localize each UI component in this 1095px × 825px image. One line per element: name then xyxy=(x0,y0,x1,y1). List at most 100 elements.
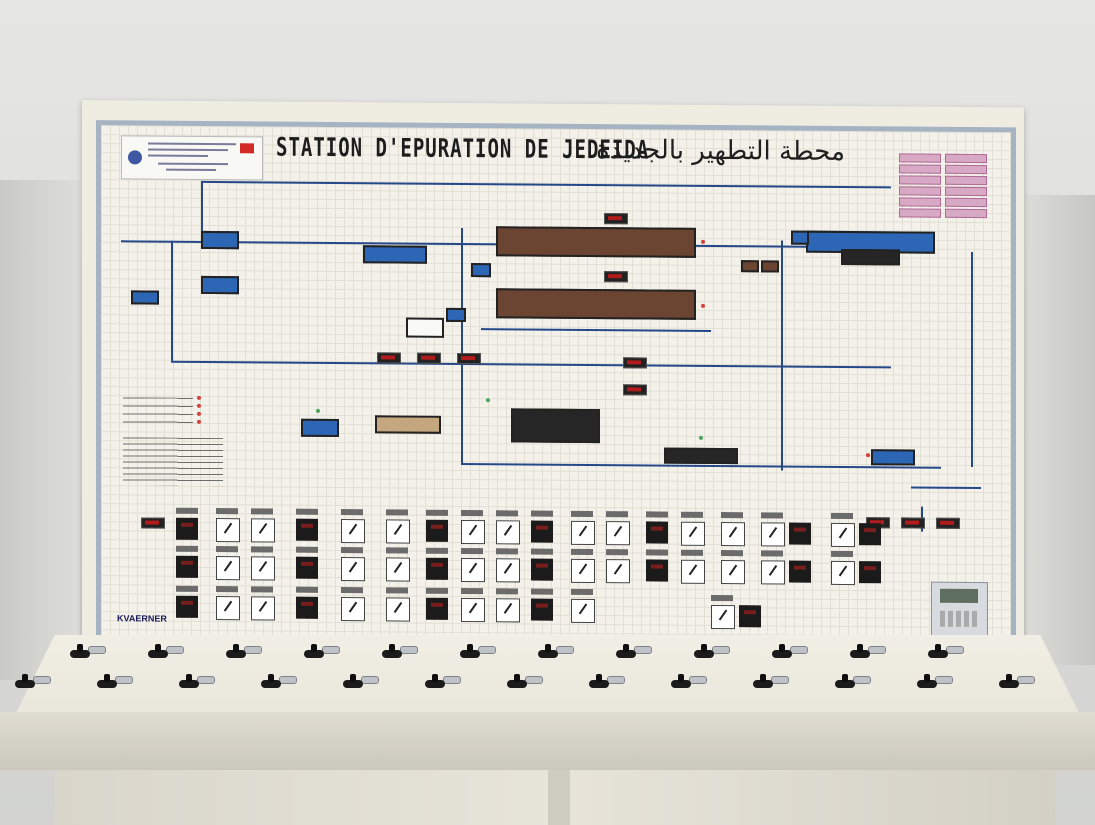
gauge-icon xyxy=(606,559,630,584)
rotary-switch[interactable] xyxy=(835,674,855,688)
instrument-label xyxy=(711,594,733,602)
instrument-label xyxy=(461,509,483,517)
led-indicator xyxy=(197,419,201,424)
instrument-label xyxy=(761,550,783,557)
rotary-switch[interactable] xyxy=(753,674,773,688)
instrument-label xyxy=(831,550,853,558)
switch-plate xyxy=(790,646,808,654)
led-indicator xyxy=(866,453,870,458)
gauge-icon xyxy=(721,522,745,547)
rotary-switch[interactable] xyxy=(589,674,609,688)
gauge-icon xyxy=(341,519,365,544)
gauge-icon xyxy=(831,522,855,548)
switch-plate xyxy=(853,676,871,684)
thickener-tank xyxy=(375,415,441,434)
rotary-switch[interactable] xyxy=(261,674,281,688)
meter-icon xyxy=(296,556,318,579)
gauge-icon xyxy=(216,556,240,581)
switch-plate xyxy=(689,676,707,684)
rotary-switch[interactable] xyxy=(671,674,691,688)
instrument-label xyxy=(531,510,553,517)
instrument-label xyxy=(571,548,593,556)
rotary-switch[interactable] xyxy=(148,644,168,658)
rotary-switch[interactable] xyxy=(97,674,117,688)
rotary-switch[interactable] xyxy=(425,674,445,688)
instrument-label xyxy=(496,548,518,555)
gauge-icon xyxy=(216,518,240,543)
switch-plate xyxy=(1017,676,1035,684)
rotary-switch[interactable] xyxy=(917,674,937,688)
rotary-switch[interactable] xyxy=(70,644,90,658)
instrument-label xyxy=(681,511,703,518)
meter-icon xyxy=(176,595,198,618)
mimic-panel-board: STATION D'EPURATION DE JEDEIDA محطة التط… xyxy=(82,100,1024,656)
switch-plate xyxy=(166,646,184,654)
instrument-label xyxy=(571,588,593,596)
digital-display xyxy=(457,352,481,365)
switch-plate xyxy=(115,676,133,684)
instrument-label xyxy=(386,547,408,554)
grit-removal-tank xyxy=(363,245,427,264)
top-pipe xyxy=(201,180,891,189)
rotary-switch[interactable] xyxy=(616,644,636,658)
instrument-label xyxy=(386,509,408,516)
instrument-label xyxy=(426,509,448,516)
switch-plate xyxy=(279,676,297,684)
rotary-switch[interactable] xyxy=(850,644,870,658)
gauge-icon xyxy=(711,604,735,630)
rotary-switch[interactable] xyxy=(538,644,558,658)
switch-plate xyxy=(322,646,340,654)
instrument-label xyxy=(461,547,483,555)
pump-station-tank xyxy=(301,418,339,438)
rotary-switch[interactable] xyxy=(928,644,948,658)
return-pipe xyxy=(171,360,891,369)
led-indicator xyxy=(316,408,320,413)
meter-icon xyxy=(646,521,668,544)
instrument-label xyxy=(296,586,318,593)
rotary-switch[interactable] xyxy=(507,674,527,688)
digital-display xyxy=(623,384,647,396)
mimic-diagram: STATION D'EPURATION DE JEDEIDA محطة التط… xyxy=(96,120,1016,648)
instrument-label xyxy=(461,587,483,595)
rotary-switch[interactable] xyxy=(343,674,363,688)
instrument-label xyxy=(646,511,668,518)
switch-plate xyxy=(478,646,496,654)
rotary-switch[interactable] xyxy=(226,644,246,658)
switch-plate xyxy=(400,646,418,654)
gauge-icon xyxy=(721,560,745,585)
gauge-icon xyxy=(761,522,785,547)
rotary-switch[interactable] xyxy=(460,644,480,658)
rotary-switch[interactable] xyxy=(304,644,324,658)
rotary-switch[interactable] xyxy=(772,644,792,658)
left-cabinet xyxy=(0,180,80,680)
gauge-icon xyxy=(496,520,520,545)
meter-icon xyxy=(531,520,553,543)
instrument-label xyxy=(341,509,363,516)
instrument-label xyxy=(251,508,273,515)
instrument-panel xyxy=(101,125,1011,630)
screening-tank xyxy=(201,230,239,250)
inlet-tank xyxy=(131,290,159,305)
board-title: STATION D'EPURATION DE JEDEIDA xyxy=(276,132,650,166)
led-indicator xyxy=(197,395,201,400)
led-indicator xyxy=(699,435,703,440)
rotary-switch[interactable] xyxy=(694,644,714,658)
instrument-label xyxy=(216,508,238,515)
digester-tank xyxy=(511,408,600,444)
instrument-label xyxy=(176,507,198,514)
rotary-switch[interactable] xyxy=(382,644,402,658)
instrument-label xyxy=(721,512,743,519)
manufacturer-label: KVAERNER xyxy=(117,613,167,624)
rotary-switch[interactable] xyxy=(999,674,1019,688)
meter-icon xyxy=(426,597,448,620)
meter-icon xyxy=(859,561,881,584)
outlet-tank xyxy=(871,449,915,466)
rotary-switch[interactable] xyxy=(15,674,35,688)
gauge-icon xyxy=(571,598,595,624)
instrument-label xyxy=(296,508,318,515)
gauge-icon xyxy=(386,557,410,582)
digital-display xyxy=(377,352,401,364)
switch-plate xyxy=(946,646,964,654)
gauge-icon xyxy=(386,597,410,622)
rotary-switch[interactable] xyxy=(179,674,199,688)
